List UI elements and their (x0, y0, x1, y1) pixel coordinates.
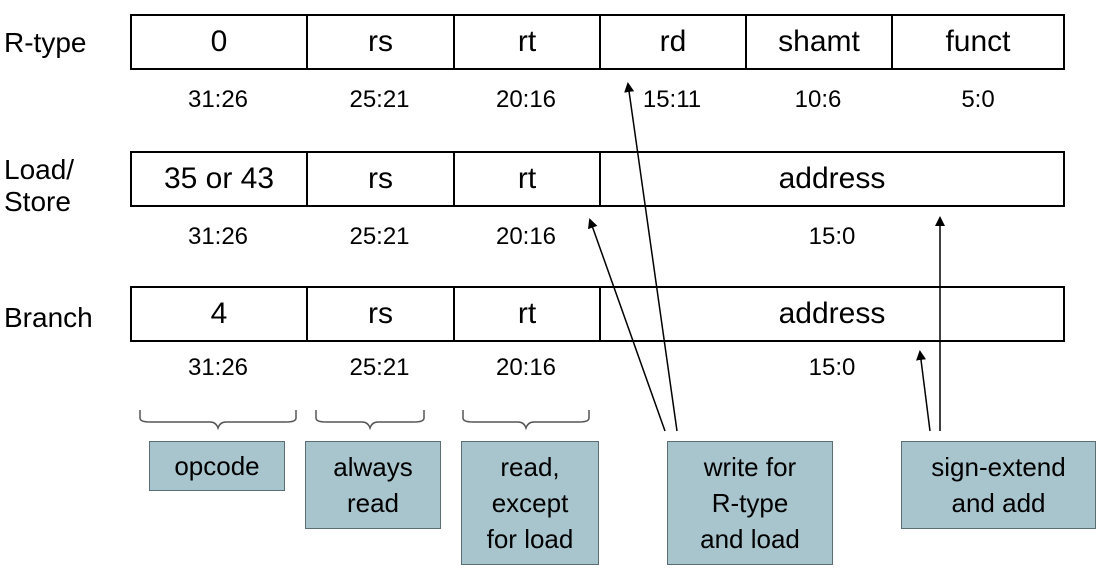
rtype-field-rd: rd (601, 16, 747, 68)
row-label-branch: Branch (4, 302, 93, 333)
rtype-bits-rt: 20:16 (495, 86, 557, 113)
brace-opcode (139, 410, 297, 431)
row-label-loadstore: Load/ Store (4, 154, 75, 217)
callout-write-rtype-load: write for R-type and load (667, 441, 833, 565)
rtype-bits-rd: 15:11 (642, 86, 702, 113)
branch-bits-address: 15:0 (808, 354, 856, 381)
branch-field-rt: rt (455, 288, 601, 340)
branch-bits-rs: 25:21 (349, 354, 410, 381)
rtype-bits-rs: 25:21 (349, 86, 410, 113)
rtype-field-opcode: 0 (132, 16, 308, 68)
branch-instruction-format: 4 rs rt address (130, 286, 1065, 342)
loadstore-field-opcode: 35 or 43 (132, 153, 308, 205)
loadstore-field-rs: rs (308, 153, 455, 205)
rtype-instruction-format: 0 rs rt rd shamt funct (130, 14, 1065, 70)
loadstore-bits-rt: 20:16 (495, 223, 557, 250)
callout-sign-extend: sign-extend and add (901, 441, 1096, 529)
branch-bits-opcode: 31:26 (187, 354, 249, 381)
rtype-field-shamt: shamt (747, 16, 893, 68)
rtype-bits-opcode: 31:26 (187, 86, 249, 113)
rtype-field-rs: rs (308, 16, 455, 68)
callout-read-except-load: read, except for load (461, 441, 599, 565)
rtype-field-rt: rt (455, 16, 601, 68)
branch-field-rs: rs (308, 288, 455, 340)
loadstore-field-rt: rt (455, 153, 601, 205)
row-label-rtype: R-type (4, 27, 87, 58)
loadstore-instruction-format: 35 or 43 rs rt address (130, 151, 1065, 207)
branch-field-opcode: 4 (132, 288, 308, 340)
brace-rs (315, 410, 425, 431)
rtype-bits-shamt: 10:6 (794, 86, 842, 113)
rtype-bits-funct: 5:0 (961, 86, 995, 113)
loadstore-bits-opcode: 31:26 (187, 223, 249, 250)
rtype-field-funct: funct (945, 25, 1011, 58)
callout-always-read: always read (305, 441, 441, 529)
loadstore-field-address: address (778, 162, 886, 195)
brace-rt (462, 410, 590, 431)
branch-field-address: address (778, 297, 886, 330)
loadstore-bits-rs: 25:21 (349, 223, 410, 250)
branch-bits-rt: 20:16 (495, 354, 557, 381)
loadstore-bits-address: 15:0 (808, 223, 856, 250)
callout-opcode: opcode (149, 441, 285, 491)
